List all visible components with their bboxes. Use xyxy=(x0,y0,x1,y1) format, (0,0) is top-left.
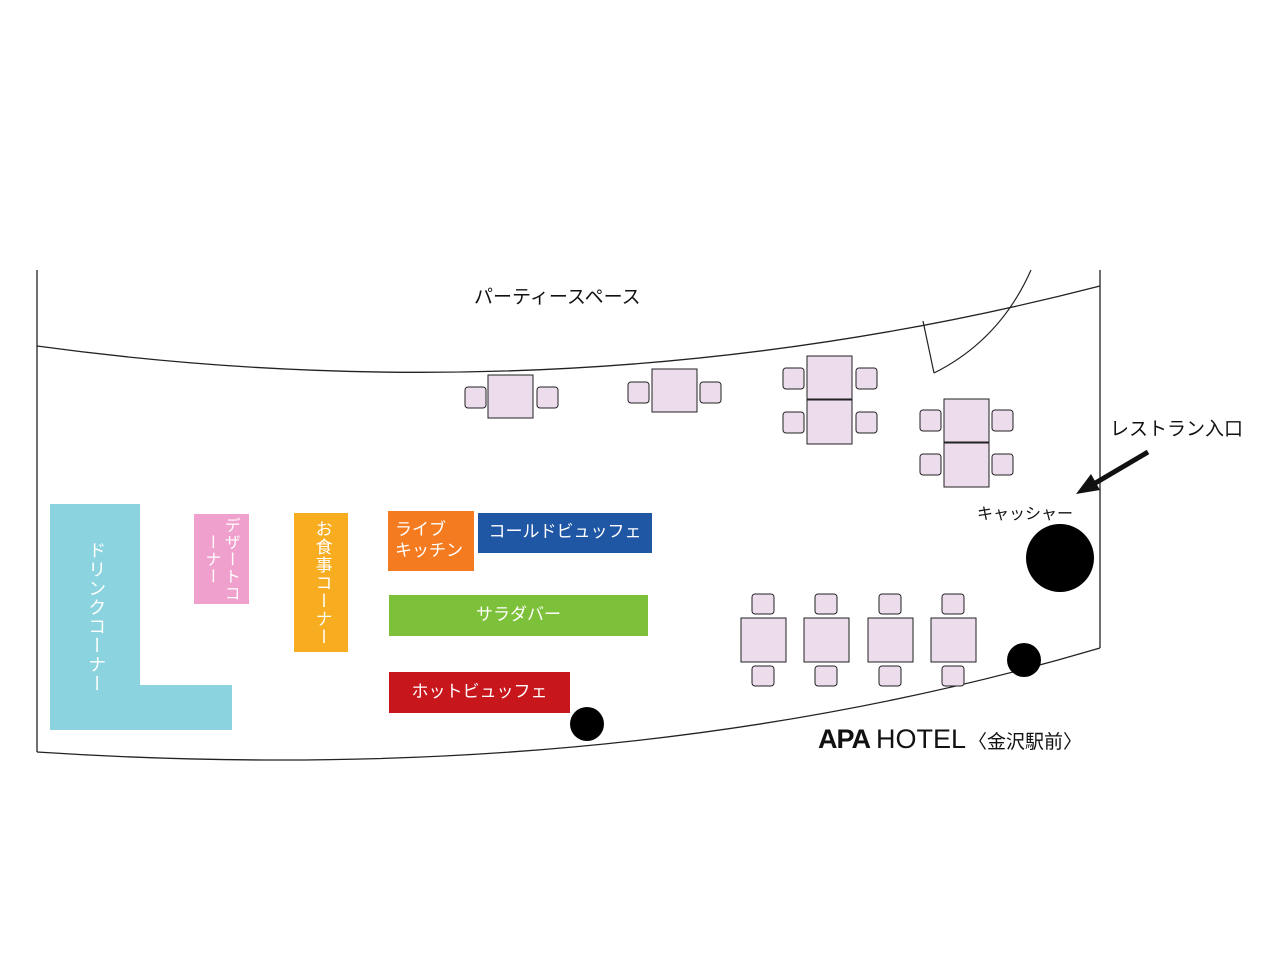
chair xyxy=(991,409,1014,432)
drink-corner-label: ドリンクコーナー xyxy=(85,541,107,693)
logo-branch: 〈金沢駅前〉 xyxy=(968,731,1083,753)
cold-buffet-label: コールドビュッフェ xyxy=(488,522,642,543)
chair xyxy=(536,386,559,409)
table xyxy=(803,617,850,663)
party-space-label: パーティースペース xyxy=(474,286,641,308)
door-leaf xyxy=(922,320,935,374)
chair xyxy=(919,453,942,476)
table xyxy=(740,617,787,663)
drink-corner-area xyxy=(50,504,232,730)
live-kitchen: ライブ キッチン xyxy=(388,511,474,571)
hot-buffet-label: ホットビュッフェ xyxy=(411,681,548,702)
live-kitchen-line1: ライブ xyxy=(395,519,446,540)
chair xyxy=(878,665,902,687)
chair xyxy=(814,665,838,687)
dessert-corner: デザートコーナー xyxy=(194,514,249,604)
cashier-label: キャッシャー xyxy=(977,504,1074,523)
pillar xyxy=(570,707,604,741)
chair xyxy=(751,593,775,615)
table xyxy=(943,442,990,488)
table xyxy=(943,398,990,443)
table xyxy=(487,374,534,419)
chair xyxy=(919,409,942,432)
chair xyxy=(751,665,775,687)
pillar-cashier xyxy=(1026,524,1094,592)
chair xyxy=(855,367,878,390)
chair xyxy=(855,411,878,434)
logo-hotel: HOTEL xyxy=(876,724,967,754)
apa-hotel-logo: APA HOTEL 〈金沢駅前〉 xyxy=(818,724,1082,764)
logo-brand: APA xyxy=(818,724,871,754)
hot-buffet: ホットビュッフェ xyxy=(389,672,570,713)
salad-bar: サラダバー xyxy=(389,595,648,636)
chair xyxy=(991,453,1014,476)
salad-bar-label: サラダバー xyxy=(476,604,561,625)
cold-buffet: コールドビュッフェ xyxy=(478,513,652,553)
entrance-label: レストラン入口 xyxy=(1110,418,1244,440)
door-arc xyxy=(933,269,1032,374)
dessert-corner-label: デザートコーナー xyxy=(202,516,241,602)
table xyxy=(867,617,914,663)
entrance-arrow-head xyxy=(1076,474,1100,494)
table xyxy=(651,368,698,413)
dining-tables xyxy=(464,355,1014,687)
chair xyxy=(878,593,902,615)
chair xyxy=(699,381,722,404)
chair xyxy=(941,593,965,615)
entrance-arrow xyxy=(1090,449,1150,488)
meal-corner-label: お食事コーナー xyxy=(311,519,332,646)
table xyxy=(806,355,853,400)
chair xyxy=(782,411,805,434)
chair xyxy=(782,367,805,390)
meal-corner: お食事コーナー xyxy=(294,513,348,652)
table xyxy=(806,399,853,445)
chair xyxy=(941,665,965,687)
drink-corner: ドリンクコーナー xyxy=(50,504,140,730)
chair xyxy=(627,381,650,404)
chair xyxy=(814,593,838,615)
party-space-wall xyxy=(36,285,1101,373)
table xyxy=(930,617,977,663)
chair xyxy=(464,386,487,409)
pillar xyxy=(1007,643,1041,677)
live-kitchen-line2: キッチン xyxy=(395,541,463,561)
